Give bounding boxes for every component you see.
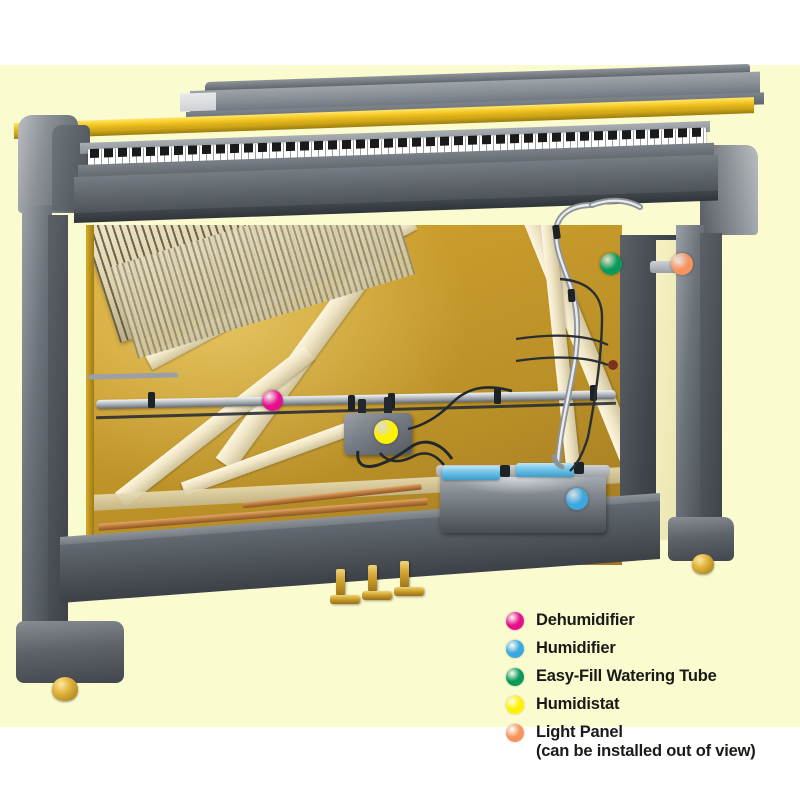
brass-caster-right [692, 554, 714, 574]
legend-label-humidifier: Humidifier [536, 639, 616, 657]
pedal-pad-2 [362, 591, 392, 600]
rod-clip-2 [348, 395, 355, 411]
piano-leg-right [676, 225, 704, 555]
legend-label-light-panel-main: Light Panel [536, 723, 623, 741]
legend-item-humidistat[interactable]: Humidistat [506, 695, 798, 714]
legend-label-light-panel-note: (can be installed out of view) [536, 742, 756, 760]
interior-gold-edge-left [86, 225, 94, 567]
pedal-stem-2 [368, 565, 377, 593]
legend-dot-humidistat [506, 696, 524, 714]
legend-label-watering-tube: Easy-Fill Watering Tube [536, 667, 717, 685]
legend-label-dehumidifier: Dehumidifier [536, 611, 635, 629]
pedal-stem-1 [336, 569, 345, 597]
humidistat-bracket-1 [358, 399, 366, 417]
brass-caster-left [52, 677, 78, 701]
legend: Dehumidifier Humidifier Easy-Fill Wateri… [506, 611, 798, 770]
heater-connector-1 [500, 465, 510, 477]
pedal-pad-3 [394, 587, 424, 596]
legend-item-dehumidifier[interactable]: Dehumidifier [506, 611, 798, 630]
piano-lid-left-cap [180, 92, 216, 112]
legend-item-watering-tube[interactable]: Easy-Fill Watering Tube [506, 667, 798, 686]
legend-dot-humidifier [506, 640, 524, 658]
illustration-panel: Dehumidifier Humidifier Easy-Fill Wateri… [0, 63, 800, 760]
pedal-stem-3 [400, 561, 409, 589]
rod-clip-5 [590, 385, 597, 401]
humidifier-heater-bar-2 [516, 463, 574, 477]
legend-label-light-panel: Light Panel (can be installed out of vie… [536, 723, 756, 761]
legend-item-humidifier[interactable]: Humidifier [506, 639, 798, 658]
legend-dot-dehumidifier [506, 612, 524, 630]
humidistat-bracket-2 [384, 397, 392, 417]
dehumidifier-callout-dot[interactable] [262, 390, 283, 411]
piano-leg-left-inner [48, 215, 68, 635]
rod-clip-1 [148, 392, 155, 408]
pedal-pad-1 [330, 595, 360, 604]
humidifier-heater-bar-1 [442, 466, 500, 480]
humidistat-callout-dot[interactable] [374, 420, 398, 444]
piano-leg-right-inner [700, 233, 722, 555]
piano-foot-right [668, 517, 734, 561]
heater-connector-2 [574, 462, 584, 474]
piano-foot-left [16, 621, 124, 683]
humidifier-callout-dot[interactable] [566, 488, 588, 510]
legend-label-humidistat: Humidistat [536, 695, 620, 713]
upright-piano-illustration [0, 63, 800, 727]
humidifier-tank-highlight [450, 477, 590, 495]
light-panel-callout-dot[interactable] [671, 253, 693, 275]
legend-dot-light-panel [506, 724, 524, 742]
watering-tube-callout-dot[interactable] [600, 253, 622, 275]
legend-dot-watering-tube [506, 668, 524, 686]
legend-item-light-panel[interactable]: Light Panel (can be installed out of vie… [506, 723, 798, 761]
rod-clip-4 [494, 388, 501, 404]
piano-leg-left [22, 205, 52, 635]
